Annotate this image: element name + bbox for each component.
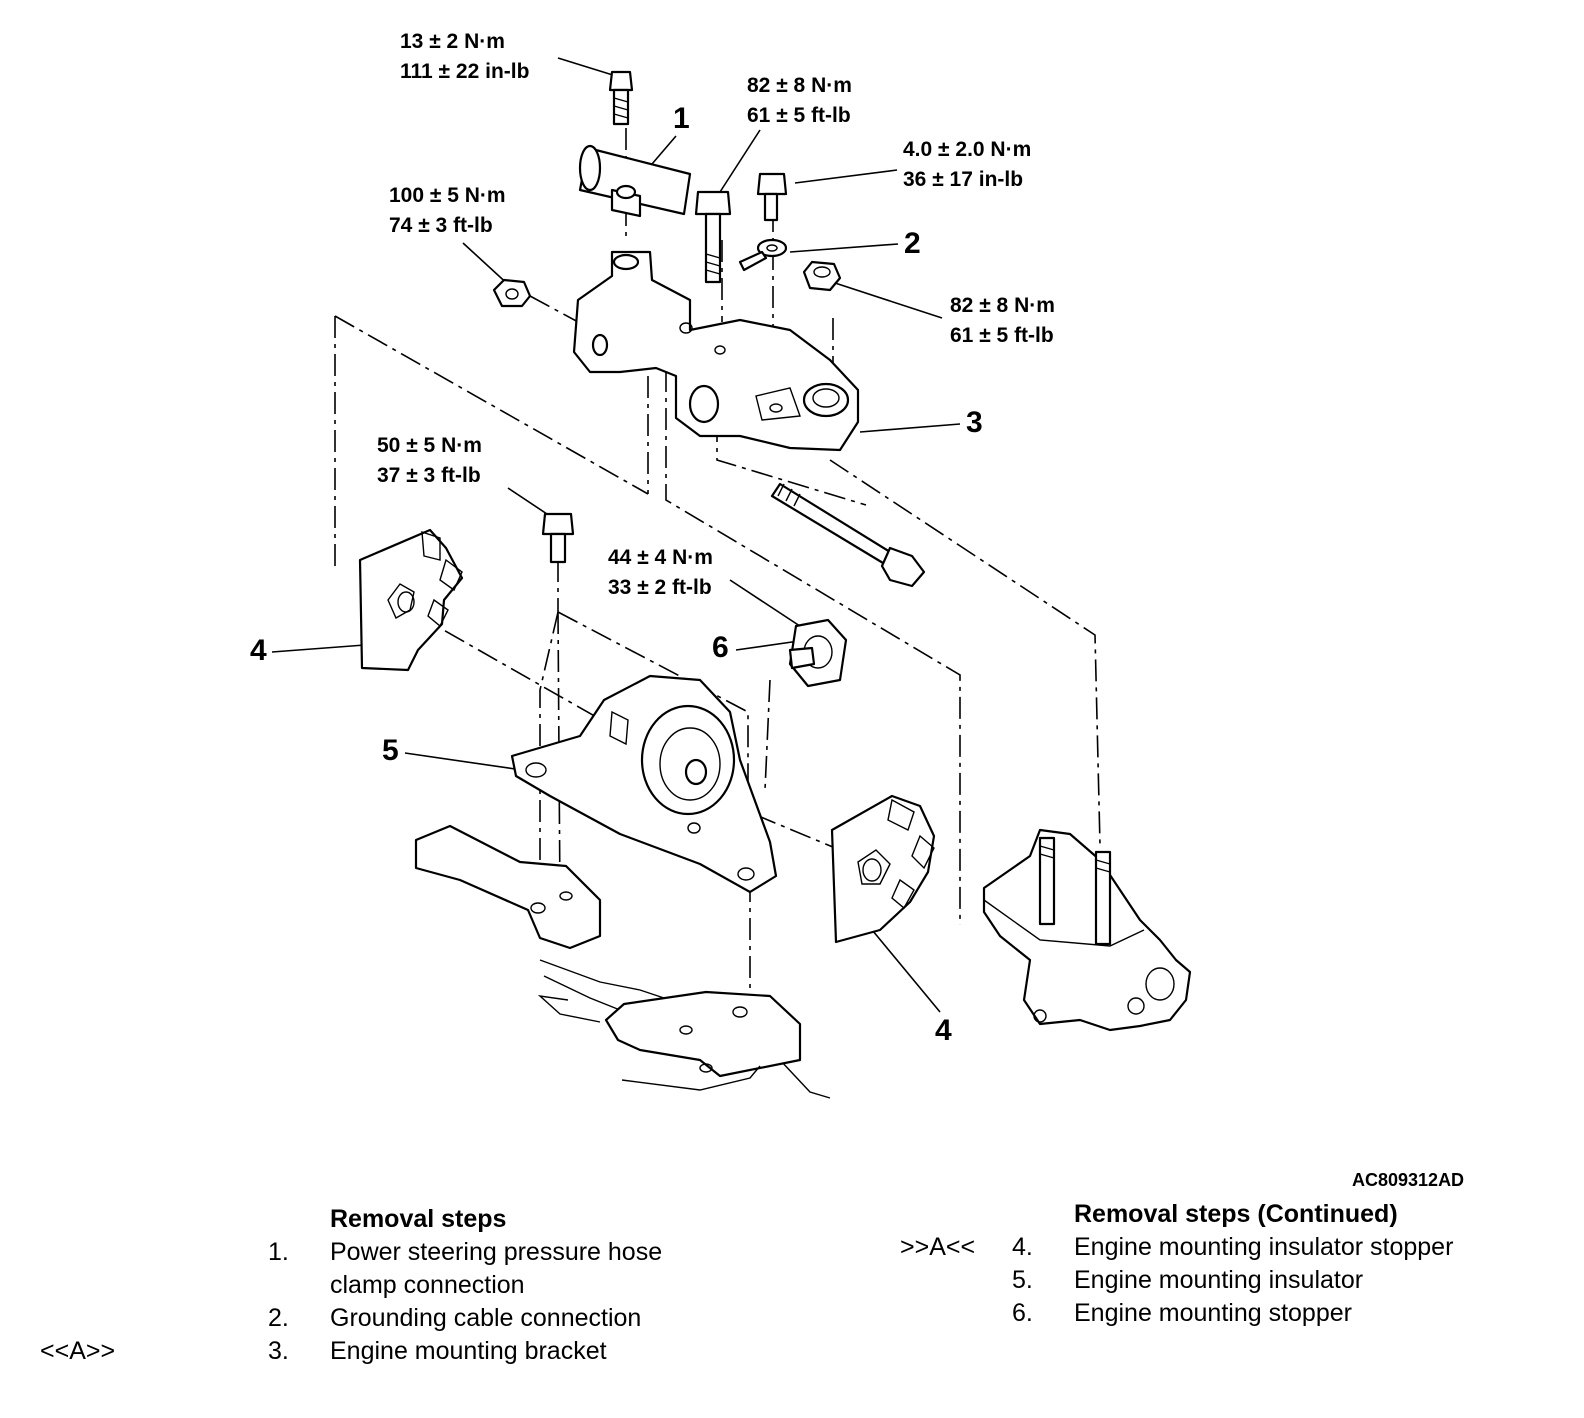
svg-text:13 ± 2 N·m: 13 ± 2 N·m [400,30,505,53]
transmission-mount-bracket [982,828,1192,1032]
insulator-stopper-right [830,794,936,944]
svg-text:61 ± 5 ft-lb: 61 ± 5 ft-lb [747,104,851,127]
svg-text:37 ± 3 ft-lb: 37 ± 3 ft-lb [377,464,481,487]
svg-text:4.0 ± 2.0 N·m: 4.0 ± 2.0 N·m [903,138,1031,161]
nut-100nm [492,278,532,308]
insulator-stopper-left [358,528,464,672]
engine-mounting-stopper [788,618,848,688]
service-point-mark: >>A<< [900,1233,976,1261]
bolt-insulator [541,512,575,564]
torque-spec-6: 50 ± 5 N·m 37 ± 3 ft-lb [377,434,557,521]
svg-text:100 ± 5 N·m: 100 ± 5 N·m [389,184,506,207]
through-bolt [770,482,926,588]
vehicle-body-frame [414,824,831,1099]
svg-text:50 ± 5 N·m: 50 ± 5 N·m [377,434,482,457]
removal-step-1-continued: clamp connection [0,1269,760,1302]
step-number: 5. [1012,1266,1033,1294]
bolt-clamp [608,70,634,126]
removal-step-5: 5. Engine mounting insulator [0,1264,1584,1297]
callout-3: 3 [859,406,983,439]
step-text: Engine mounting insulator [1074,1266,1364,1294]
torque-spec-4: 100 ± 5 N·m 74 ± 3 ft-lb [389,184,513,289]
step-number: 4. [1012,1233,1033,1261]
svg-text:2: 2 [904,227,921,260]
svg-text:82 ± 8 N·m: 82 ± 8 N·m [747,74,852,97]
torque-spec-1: 13 ± 2 N·m 111 ± 22 in-lb [400,30,617,83]
callout-2: 2 [789,227,921,260]
removal-steps-continued-title: Removal steps (Continued) [1074,1200,1398,1228]
bolt-bracket [694,190,732,284]
svg-text:4: 4 [250,634,267,667]
removal-step-1: 1. Power steering pressure hose [0,1236,760,1269]
grounding-cable-terminal [738,238,788,272]
hose-clamp [578,144,692,218]
grounding-bolt [756,172,788,222]
svg-text:36 ± 17 in-lb: 36 ± 17 in-lb [903,168,1023,191]
torque-spec-7: 44 ± 4 N·m 33 ± 2 ft-lb [608,546,813,635]
svg-text:74 ± 3 ft-lb: 74 ± 3 ft-lb [389,214,493,237]
svg-text:44 ± 4 N·m: 44 ± 4 N·m [608,546,713,569]
torque-spec-3: 4.0 ± 2.0 N·m 36 ± 17 in-lb [794,138,1031,191]
svg-text:3: 3 [966,406,983,439]
step-text: Engine mounting insulator stopper [1074,1233,1454,1261]
svg-text:5: 5 [382,734,399,767]
svg-text:4: 4 [935,1014,952,1047]
step-number: 6. [1012,1299,1033,1327]
svg-text:111 ± 22 in-lb: 111 ± 22 in-lb [400,60,529,83]
svg-text:33 ± 2 ft-lb: 33 ± 2 ft-lb [608,576,712,599]
callout-4-left: 4 [250,634,379,667]
svg-text:82 ± 8 N·m: 82 ± 8 N·m [950,294,1055,317]
engine-mounting-bracket [572,250,860,452]
callout-5: 5 [382,734,523,771]
step-text: Power steering pressure hose [330,1238,663,1266]
step-number: 2. [268,1304,289,1332]
torque-spec-5: 82 ± 8 N·m 61 ± 5 ft-lb [831,281,1055,347]
svg-text:6: 6 [712,631,729,664]
callout-4-right: 4 [867,924,952,1047]
step-text: Grounding cable connection [330,1304,642,1332]
engine-mounting-insulator [510,674,778,894]
removal-steps-title: Removal steps [330,1205,507,1233]
step-text: Engine mounting stopper [1074,1299,1352,1327]
removal-step-2: 2. Grounding cable connection [0,1302,760,1335]
removal-step-3: <<A>> 3. Engine mounting bracket [0,1335,760,1368]
svg-text:61 ± 5 ft-lb: 61 ± 5 ft-lb [950,324,1054,347]
removal-step-4: >>A<< 4. Engine mounting insulator stopp… [0,1231,1584,1264]
step-text: clamp connection [330,1271,525,1299]
removal-step-6: 6. Engine mounting stopper [0,1297,1584,1330]
figure-id: AC809312AD [1352,1170,1464,1190]
nut-82nm [802,260,842,292]
torque-spec-2: 82 ± 8 N·m 61 ± 5 ft-lb [719,74,852,193]
removal-steps: Removal steps 1. Power steering pressure… [0,1203,760,1368]
step-number: 3. [268,1337,289,1365]
step-number: 1. [268,1238,289,1266]
step-text: Engine mounting bracket [330,1337,607,1365]
svg-text:1: 1 [673,102,690,135]
service-point-mark: <<A>> [40,1337,116,1365]
removal-steps-continued: Removal steps (Continued) >>A<< 4. Engin… [0,1198,1584,1330]
